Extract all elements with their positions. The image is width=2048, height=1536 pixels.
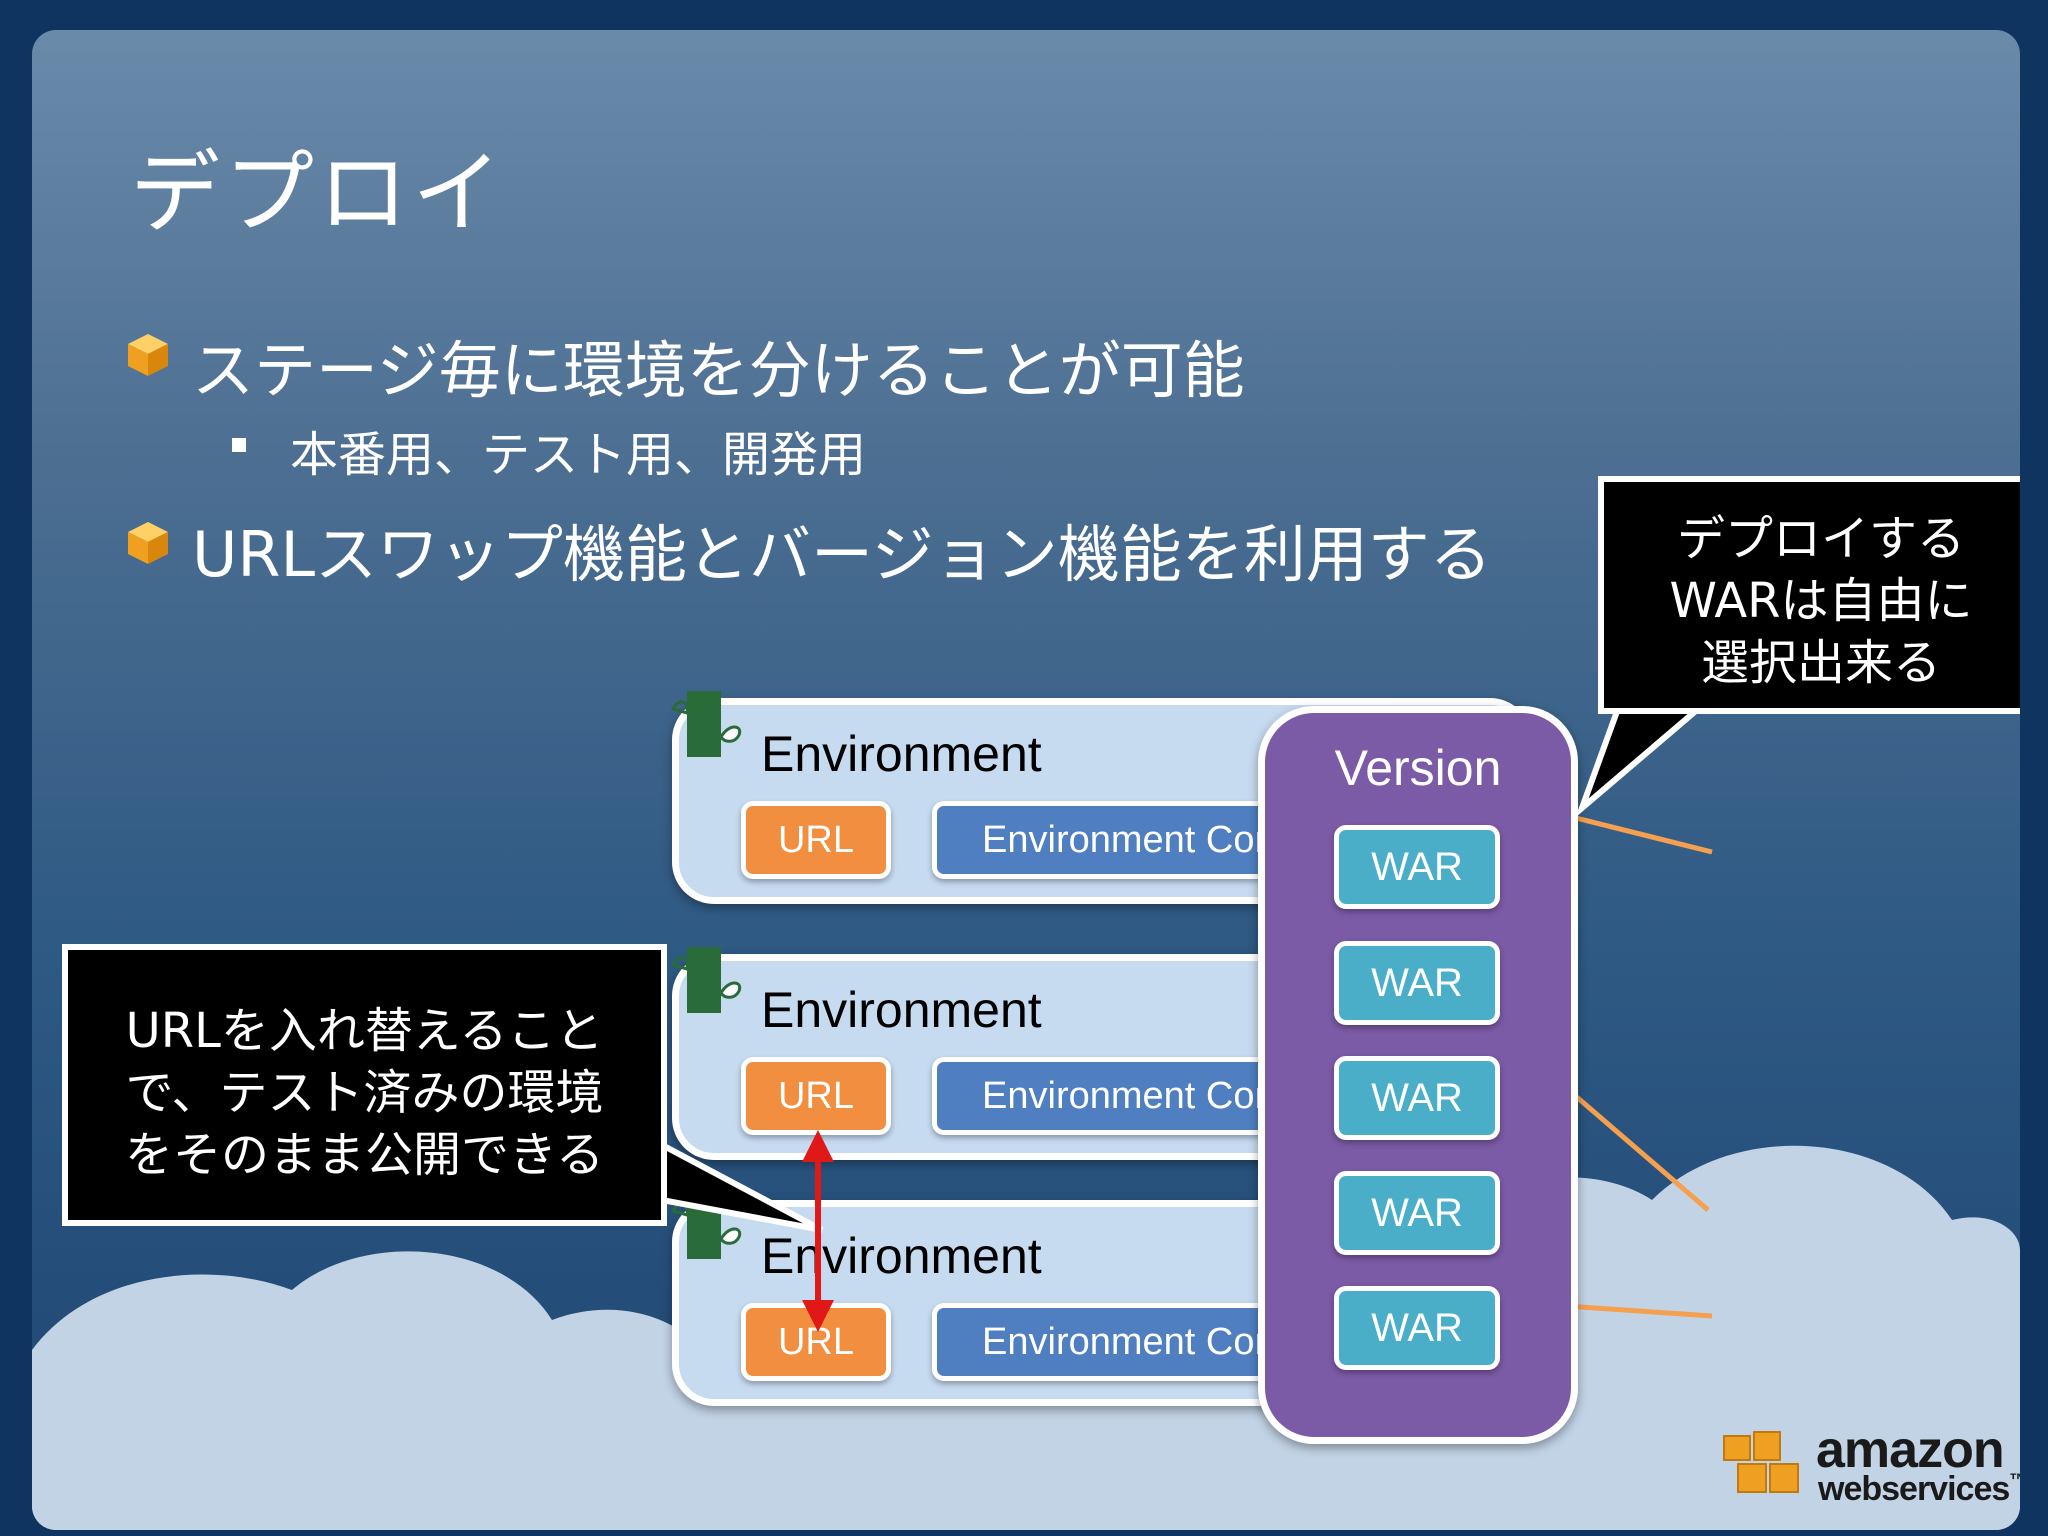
- environment-label: Environment: [761, 1228, 1042, 1284]
- elastic-beanstalk-icon: [670, 947, 742, 1013]
- callout-war-select: デプロイする WARは自由に 選択出来る: [1598, 476, 2020, 714]
- slide: デプロイ ステージ毎に環境を分けることが可能 本番用、テスト用、開発用 URLス…: [32, 30, 2020, 1530]
- environment-label: Environment: [761, 982, 1042, 1038]
- aws-brand-text: amazon: [1816, 1421, 2005, 1479]
- callout-tails: [499, 666, 1740, 1233]
- sub-bullet-text: 本番用、テスト用、開発用: [290, 427, 867, 483]
- war-box: WAR: [1334, 825, 1500, 909]
- bullet-text: URLスワップ機能とバージョン機能を利用する: [192, 518, 1492, 591]
- environment-label: Environment: [761, 726, 1042, 782]
- aws-sub-text: webservices™: [1818, 1470, 2020, 1508]
- aws-cubes-icon: [1723, 1431, 1799, 1493]
- war-box: WAR: [1334, 941, 1500, 1025]
- url-box: URL: [741, 1057, 891, 1135]
- war-box: WAR: [1334, 1171, 1500, 1255]
- package-bullet-icon: [128, 334, 168, 376]
- elastic-beanstalk-icon: [670, 691, 742, 757]
- war-box: WAR: [1334, 1056, 1500, 1140]
- war-box: WAR: [1334, 1286, 1500, 1370]
- version-box: Version WAR WAR WAR WAR WAR: [1258, 706, 1578, 1444]
- url-box: URL: [741, 801, 891, 879]
- callout-url-swap: URLを入れ替えること で、テスト済みの環境 をそのまま公開できる: [62, 944, 667, 1226]
- version-label: Version: [1334, 740, 1502, 796]
- sub-bullet-marker: [232, 438, 246, 452]
- package-bullet-icon: [128, 522, 168, 564]
- bullet-text: ステージ毎に環境を分けることが可能: [192, 334, 1245, 407]
- slide-title: デプロイ: [130, 141, 506, 246]
